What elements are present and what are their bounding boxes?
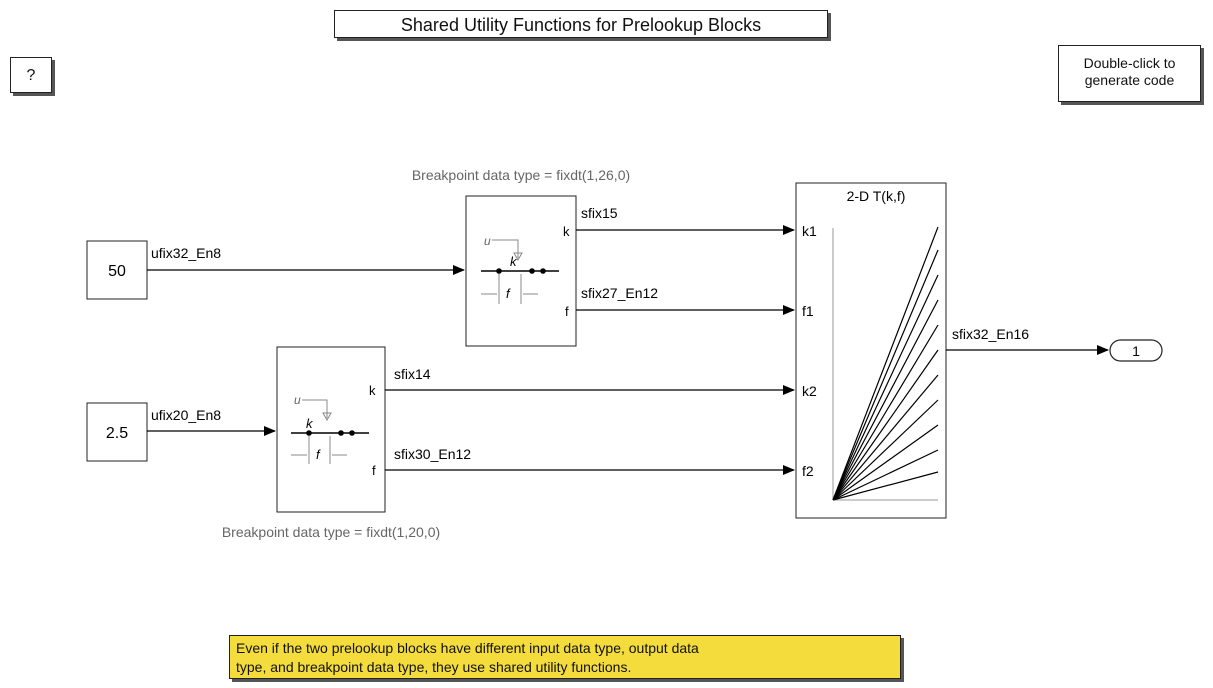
port-label-f: f [565, 304, 569, 319]
model-title: Shared Utility Functions for Prelookup B… [334, 10, 828, 38]
port-label-k: k [369, 383, 376, 398]
svg-text:f: f [506, 286, 511, 301]
help-block[interactable]: ? [10, 57, 52, 93]
port-label-k2: k2 [802, 383, 817, 399]
outport-block[interactable]: 1 [1109, 339, 1163, 362]
signal-label-sfix32: sfix32_En16 [952, 326, 1029, 342]
port-label-k1: k1 [802, 223, 817, 239]
signal-label-ufix20: ufix20_En8 [151, 407, 221, 423]
constant-value-50: 50 [108, 263, 126, 280]
signal-label-sfix27: sfix27_En12 [581, 285, 658, 301]
constant-block-50[interactable]: 50 [86, 240, 148, 300]
interpolation-title: 2-D T(k,f) [847, 188, 906, 204]
signal-label-ufix32: ufix32_En8 [151, 245, 221, 261]
prelookup-icon: u k f [291, 393, 369, 464]
svg-text:f: f [316, 447, 321, 462]
generate-code-label: Double-click to generate code [1083, 55, 1176, 88]
constant-block-2-5[interactable]: 2.5 [86, 402, 148, 462]
signal-label-sfix15: sfix15 [581, 205, 618, 221]
breakpoint-annotation-bottom: Breakpoint data type = fixdt(1,20,0) [222, 524, 440, 540]
prelookup-icon: u k f [481, 234, 559, 304]
constant-value-2-5: 2.5 [106, 425, 128, 442]
prelookup-block-top[interactable]: u k f k f [465, 195, 577, 347]
port-label-f: f [372, 463, 376, 478]
breakpoint-annotation-top: Breakpoint data type = fixdt(1,26,0) [412, 167, 630, 183]
signal-label-sfix14: sfix14 [394, 366, 431, 382]
signal-label-sfix30: sfix30_En12 [394, 446, 471, 462]
outport-number: 1 [1132, 343, 1140, 359]
svg-text:k: k [306, 416, 314, 431]
port-label-f1: f1 [802, 303, 814, 319]
svg-text:u: u [294, 393, 301, 407]
generate-code-block[interactable]: Double-click to generate code [1058, 45, 1201, 102]
prelookup-block-bottom[interactable]: u k f k f [276, 346, 386, 513]
interpolation-block[interactable]: 2-D T(k,f) k1 f1 k2 f2 [795, 182, 947, 519]
port-label-f2: f2 [802, 463, 814, 479]
info-note: Even if the two prelookup blocks have di… [229, 635, 901, 679]
lookup-table-icon [832, 226, 939, 501]
svg-text:u: u [484, 234, 491, 248]
port-label-k: k [563, 224, 570, 239]
svg-text:k: k [510, 254, 518, 269]
